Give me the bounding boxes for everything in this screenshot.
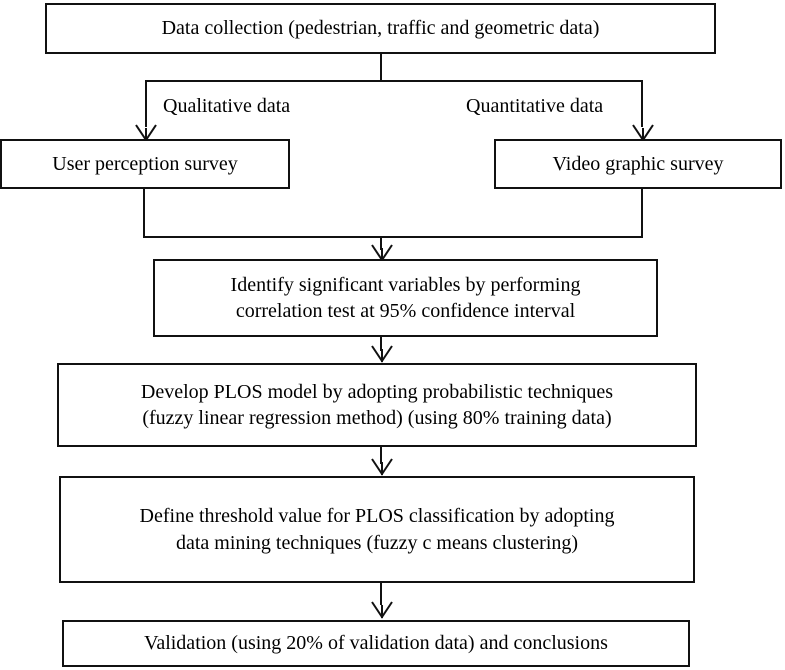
connector-identify-to-develop bbox=[380, 337, 382, 351]
connector-quantitative-branch bbox=[641, 80, 643, 127]
connector-data-collection-stem bbox=[380, 54, 382, 80]
node-identify-variables: Identify significant variables by perfor… bbox=[153, 259, 658, 337]
connector-split-bar bbox=[145, 80, 642, 82]
connector-qualitative-branch bbox=[145, 80, 147, 127]
connector-merge-stem bbox=[380, 236, 382, 250]
connector-threshold-to-validation bbox=[380, 583, 382, 605]
node-data-collection: Data collection (pedestrian, traffic and… bbox=[45, 3, 716, 54]
node-video-graphic-survey: Video graphic survey bbox=[494, 139, 782, 189]
node-user-perception-survey-label: User perception survey bbox=[52, 152, 238, 175]
connector-video-survey-down bbox=[641, 189, 643, 236]
node-validation-label: Validation (using 20% of validation data… bbox=[144, 632, 608, 655]
node-define-threshold-label: Define threshold value for PLOS classifi… bbox=[139, 505, 615, 554]
node-develop-plos-model-label: Develop PLOS model by adopting probabili… bbox=[140, 380, 614, 429]
connector-user-survey-down bbox=[143, 189, 145, 236]
node-identify-variables-label: Identify significant variables by perfor… bbox=[230, 273, 581, 322]
node-data-collection-label: Data collection (pedestrian, traffic and… bbox=[161, 17, 600, 40]
node-video-graphic-survey-label: Video graphic survey bbox=[552, 152, 724, 175]
edge-label-quantitative-data: Quantitative data bbox=[466, 95, 604, 117]
connector-merge-bar bbox=[143, 236, 643, 238]
node-validation: Validation (using 20% of validation data… bbox=[62, 620, 690, 667]
node-user-perception-survey: User perception survey bbox=[0, 139, 290, 189]
node-define-threshold: Define threshold value for PLOS classifi… bbox=[59, 476, 695, 583]
node-develop-plos-model: Develop PLOS model by adopting probabili… bbox=[57, 363, 697, 447]
edge-label-qualitative-data: Qualitative data bbox=[163, 95, 291, 117]
connector-develop-to-threshold bbox=[380, 447, 382, 464]
